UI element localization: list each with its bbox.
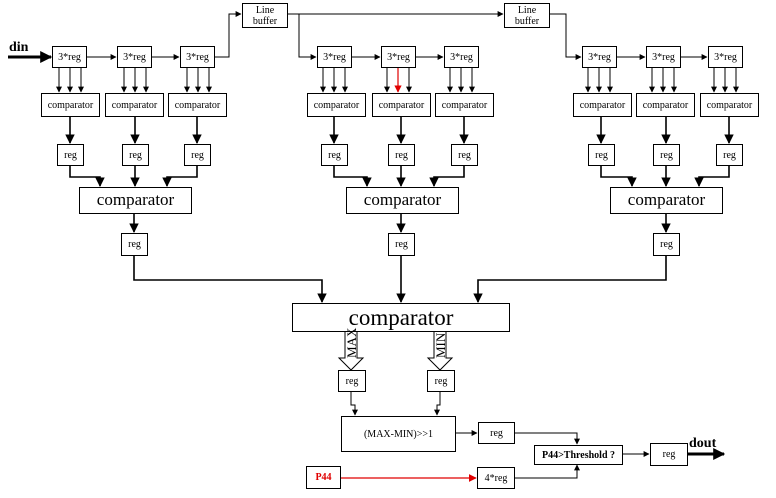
output-reg-box: reg	[650, 443, 688, 466]
comparator-box: comparator	[700, 93, 759, 117]
comparator-box: comparator	[636, 93, 695, 117]
reg-box: reg	[653, 144, 680, 166]
max-hollow-arrow	[337, 330, 365, 371]
triple-reg-box: 3*reg	[381, 46, 416, 68]
reg-box: reg	[653, 233, 680, 256]
comparator-box: comparator	[307, 93, 366, 117]
comparator-box: comparator	[372, 93, 431, 117]
triple-reg-box: 3*reg	[180, 46, 215, 68]
triple-reg-box: 3*reg	[52, 46, 87, 68]
line-buffer-box: Line buffer	[242, 3, 288, 28]
triple-reg-box: 3*reg	[117, 46, 152, 68]
threshold-box: P44>Threshold ?	[534, 445, 623, 465]
reg-box: reg	[716, 144, 743, 166]
group-comparator-box: comparator	[610, 187, 723, 214]
reg-box: reg	[388, 233, 415, 256]
main-comparator-box: comparator	[292, 303, 510, 332]
quad-reg-box: 4*reg	[477, 467, 515, 489]
line-buffer-box: Line buffer	[504, 3, 550, 28]
reg-box: reg	[451, 144, 478, 166]
comparator-box: comparator	[168, 93, 227, 117]
din-label: din	[9, 40, 29, 55]
comparator-box: comparator	[573, 93, 632, 117]
reg-box: reg	[321, 144, 348, 166]
reg-box: reg	[121, 233, 148, 256]
comparator-box: comparator	[41, 93, 100, 117]
triple-reg-box: 3*reg	[317, 46, 352, 68]
reg-box: reg	[588, 144, 615, 166]
max-label: MAX	[344, 327, 359, 358]
dout-label: dout	[689, 436, 717, 451]
min-reg-box: reg	[427, 370, 455, 392]
reg-box: reg	[184, 144, 211, 166]
p44-box: P44	[306, 466, 341, 489]
comparator-box: comparator	[435, 93, 494, 117]
triple-reg-box: 3*reg	[444, 46, 479, 68]
reg-box: reg	[478, 422, 515, 444]
reg-box: reg	[122, 144, 149, 166]
triple-reg-box: 3*reg	[582, 46, 617, 68]
max-min-shift-box: (MAX-MIN)>>1	[341, 416, 456, 452]
max-reg-box: reg	[338, 370, 366, 392]
triple-reg-box: 3*reg	[646, 46, 681, 68]
group-comparator-box: comparator	[346, 187, 459, 214]
triple-reg-box: 3*reg	[708, 46, 743, 68]
min-label: MIN	[433, 332, 448, 358]
comparator-box: comparator	[105, 93, 164, 117]
min-hollow-arrow	[426, 330, 454, 371]
reg-box: reg	[57, 144, 84, 166]
reg-box: reg	[388, 144, 415, 166]
group-comparator-box: comparator	[79, 187, 192, 214]
